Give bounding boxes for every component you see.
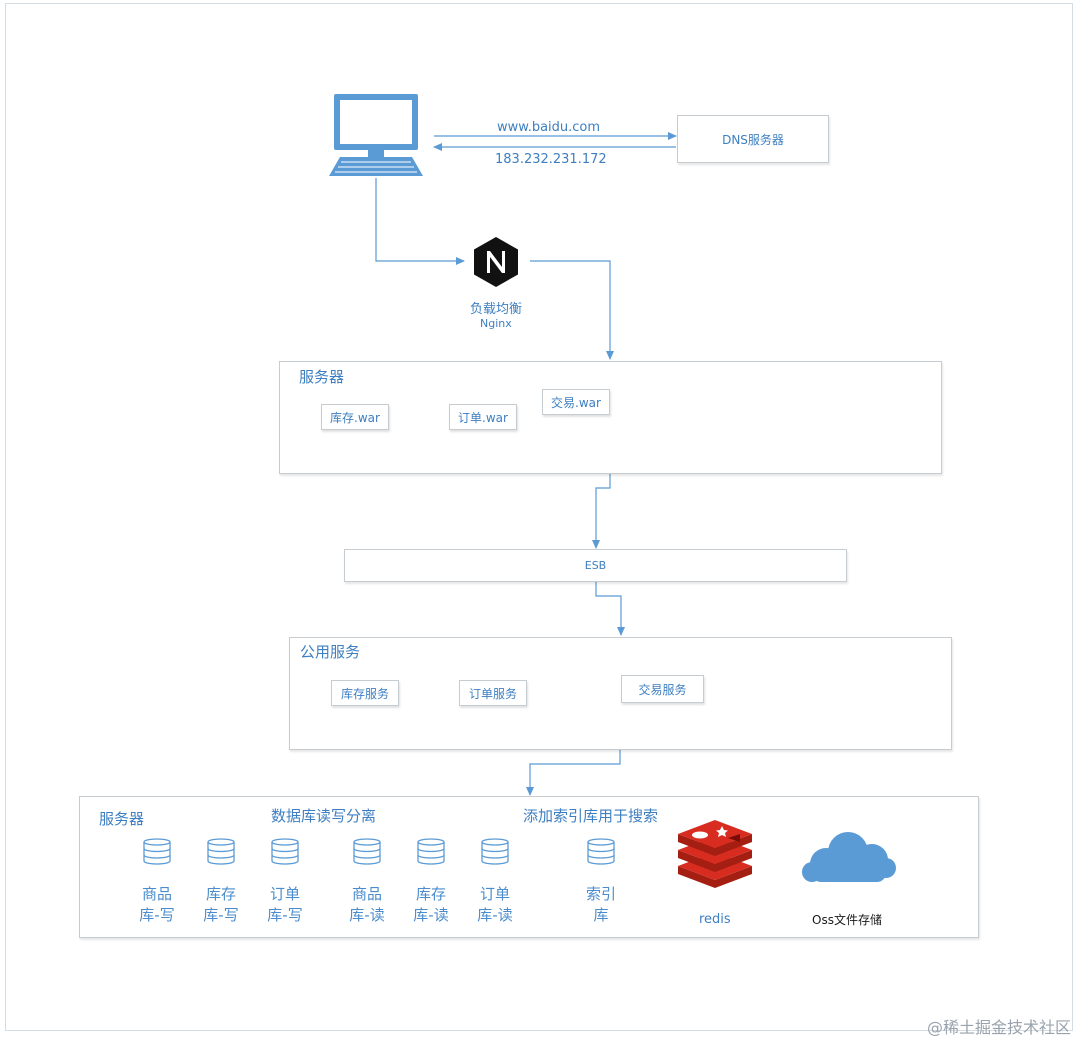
database-label-line1: 商品 <box>141 885 172 903</box>
common-services-title: 公用服务 <box>300 643 361 661</box>
database-label-line1: 库存 <box>415 885 446 903</box>
database-label: 索引库 <box>571 884 631 926</box>
dns-response-label: 183.232.231.172 <box>495 152 607 167</box>
database-label: 库存库-读 <box>401 884 461 926</box>
oss-label: Oss文件存储 <box>812 913 882 927</box>
service-order: 订单服务 <box>459 680 527 706</box>
app-server-box <box>279 361 942 474</box>
app-server-title: 服务器 <box>299 368 345 386</box>
database-label-line2: 库-读 <box>349 906 385 924</box>
common-to-storage-arrow <box>526 750 621 796</box>
database-label: 库存库-写 <box>191 884 251 926</box>
database-label-line2: 库-读 <box>413 906 449 924</box>
database-label-line2: 库-读 <box>477 906 513 924</box>
esb-to-common-arrow <box>595 582 625 636</box>
database-label-line2: 库 <box>593 906 609 924</box>
database-label: 商品库-写 <box>127 884 187 926</box>
nginx-label: 负载均衡 <box>470 302 523 317</box>
server-to-esb-arrow <box>592 474 611 549</box>
search-index-title: 添加索引库用于搜索 <box>523 807 659 825</box>
database-icon <box>271 838 299 865</box>
watermark: @稀土掘金技术社区 <box>926 1018 1071 1037</box>
service-trade: 交易服务 <box>621 675 704 703</box>
database-label-line1: 库存 <box>205 885 236 903</box>
nginx-sublabel: Nginx <box>480 317 512 330</box>
database-icon <box>353 838 381 865</box>
nginx-icon <box>474 237 518 287</box>
database-label: 订单库-写 <box>255 884 315 926</box>
cloud-icon <box>802 832 896 882</box>
database-icon <box>587 838 615 865</box>
database-label: 订单库-读 <box>465 884 525 926</box>
database-icon <box>143 838 171 865</box>
database-icon <box>417 838 445 865</box>
database-icon <box>481 838 509 865</box>
diagram-frame <box>5 3 1073 1031</box>
common-services-box <box>289 637 952 750</box>
dns-request-label: www.baidu.com <box>497 120 601 135</box>
rw-split-title: 数据库读写分离 <box>271 807 377 825</box>
module-order-war: 订单.war <box>449 404 517 430</box>
esb-box: ESB <box>344 549 847 582</box>
database-label-line1: 订单 <box>479 885 510 903</box>
client-to-nginx-arrow <box>375 178 465 265</box>
database-icon <box>207 838 235 865</box>
dns-server-box: DNS服务器 <box>677 115 829 163</box>
esb-label: ESB <box>584 559 607 572</box>
database-label-line1: 索引 <box>585 885 616 903</box>
database-label-line1: 商品 <box>351 885 382 903</box>
storage-server-title: 服务器 <box>99 810 145 828</box>
nginx-to-server-arrow <box>530 260 614 360</box>
dns-server-label: DNS服务器 <box>722 132 784 147</box>
database-label-line2: 库-写 <box>139 906 175 924</box>
database-label-line2: 库-写 <box>267 906 303 924</box>
module-inventory-war: 库存.war <box>321 404 389 430</box>
service-inventory: 库存服务 <box>331 680 399 706</box>
database-label-line2: 库-写 <box>203 906 239 924</box>
computer-icon <box>329 94 423 176</box>
redis-icon <box>678 820 752 888</box>
module-trade-war: 交易.war <box>542 389 610 415</box>
database-label-line1: 订单 <box>269 885 300 903</box>
redis-label: redis <box>699 912 731 927</box>
database-label: 商品库-读 <box>337 884 397 926</box>
